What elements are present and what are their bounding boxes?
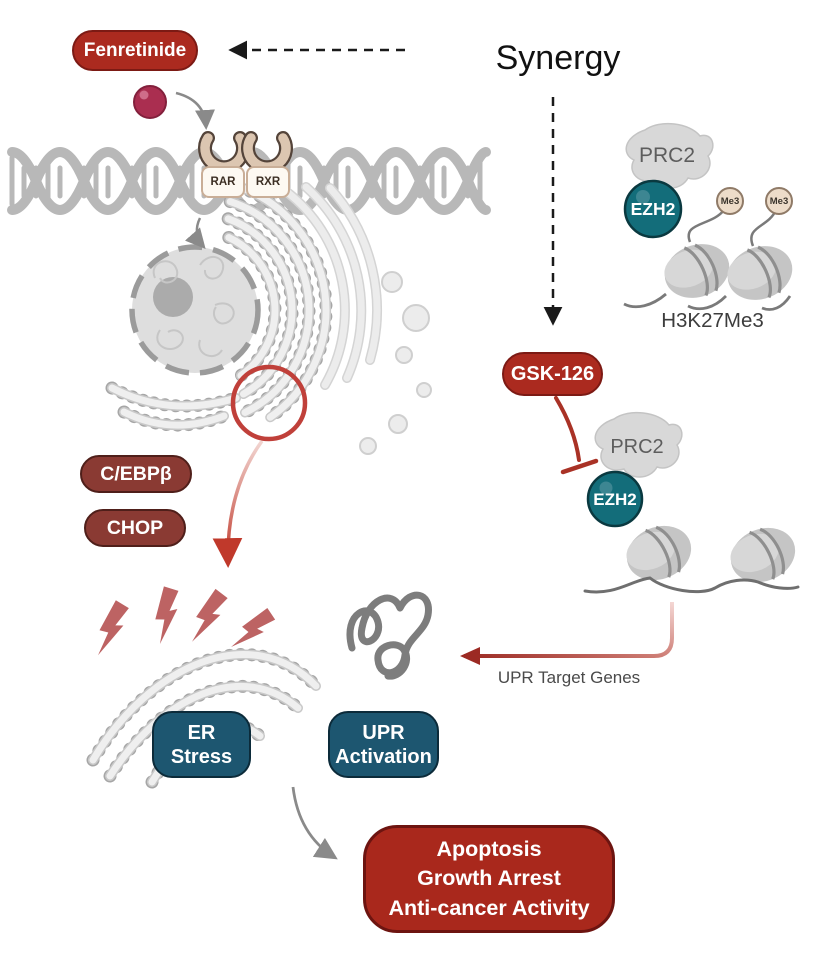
ezh2-top-label: EZH2	[630, 198, 676, 219]
er-stress-line1: ER	[187, 721, 216, 744]
upr-target-genes-arrow	[460, 602, 674, 665]
er-stress-box: ER Stress	[152, 711, 251, 778]
golgi-vesicles	[282, 182, 432, 455]
dna-strand	[761, 295, 792, 311]
gsk126-pill: GSK-126	[502, 352, 603, 396]
unfolded-protein-icon	[346, 591, 432, 680]
prc2-ezh2-complex-top	[623, 122, 714, 239]
lightning-bolts	[96, 584, 279, 660]
chop-pill: CHOP	[84, 509, 186, 547]
outcome-line3: Anti-cancer Activity	[388, 895, 590, 920]
nucleosomes-open	[583, 514, 805, 594]
fenretinide-pill: Fenretinide	[72, 30, 198, 71]
ligand-to-dna-arrow	[175, 91, 215, 130]
dna-strand	[623, 292, 667, 309]
upr-activation-line1: UPR	[362, 721, 405, 744]
nucleolus	[153, 277, 193, 317]
ezh2-bottom-label: EZH2	[593, 490, 637, 509]
nucleus	[129, 244, 261, 376]
outcome-box: Apoptosis Growth Arrest Anti-cancer Acti…	[363, 825, 615, 933]
inhibition-t-bar	[554, 396, 599, 475]
ligand-ball-icon	[133, 85, 167, 119]
rxr-receptor-box: RXR	[246, 166, 290, 198]
upr-activation-line2: Activation	[335, 745, 432, 768]
me3-badge-left: Me3	[716, 187, 744, 215]
dna-to-nucleus-arrow	[184, 217, 206, 250]
er-to-stress-arrow	[212, 439, 264, 568]
receptor-cup-icons	[198, 131, 293, 175]
rar-receptor-box: RAR	[201, 166, 245, 198]
histone-tail	[750, 209, 778, 247]
prc2-top-label: PRC2	[638, 144, 696, 167]
lightning-bolt-icon	[96, 598, 130, 659]
outcome-line1: Apoptosis	[436, 836, 542, 861]
stress-to-outcome-arrow	[291, 786, 338, 860]
lightning-bolt-icon	[151, 584, 184, 645]
prc2-bottom-label: PRC2	[610, 435, 664, 458]
er-stress-line2: Stress	[170, 745, 233, 768]
rough-er	[105, 180, 333, 432]
dna-strand	[583, 576, 800, 594]
lightning-bolt-icon	[190, 585, 230, 648]
nucleosomes-methylated	[623, 209, 802, 311]
chromatin-squiggles	[152, 255, 235, 358]
histone-tail	[687, 209, 725, 243]
cebpb-pill: C/EBPβ	[80, 455, 192, 493]
er-highlight-circle	[230, 364, 308, 442]
nucleosome-icon	[617, 514, 701, 592]
dna-strand	[687, 294, 727, 311]
me3-badge-right: Me3	[765, 187, 793, 215]
prc2-ezh2-complex-bottom	[586, 411, 683, 528]
upr-activation-box: UPR Activation	[328, 711, 439, 778]
h3k27me3-label: H3K27Me3	[661, 309, 764, 332]
outcome-line2: Growth Arrest	[417, 866, 561, 891]
synergy-label: Synergy	[495, 38, 621, 77]
upr-target-genes-label: UPR Target Genes	[497, 668, 641, 687]
